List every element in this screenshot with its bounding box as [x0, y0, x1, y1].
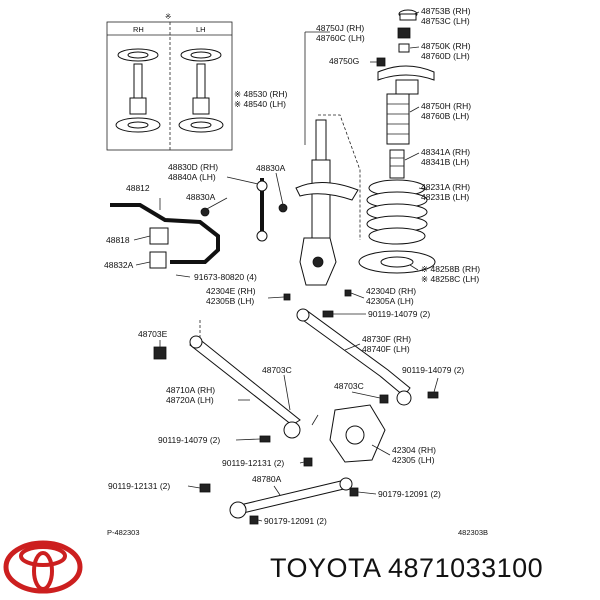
- label-48703c-2: 48703C: [334, 381, 364, 391]
- label-48750k: 48750K (RH): [421, 41, 471, 51]
- label-42305a: 42305A (LH): [366, 296, 414, 306]
- label-48740f: 48740F (LH): [362, 344, 410, 354]
- label-48760c: 48760C (LH): [316, 33, 365, 43]
- label-48540: ※ 48540 (LH): [234, 99, 286, 109]
- label-91673: 91673-80820 (4): [194, 272, 257, 282]
- label-90119-a: 90119-14079 (2): [368, 309, 430, 319]
- label-48830a-top: 48830A: [256, 163, 286, 173]
- inset-lh-label: LH: [196, 25, 206, 34]
- label-42304d: 42304D (RH): [366, 286, 416, 296]
- label-48530: ※ 48530 (RH): [234, 89, 288, 99]
- label-48830d: 48830D (RH): [168, 162, 218, 172]
- label-48341a: 48341A (RH): [421, 147, 470, 157]
- label-48341b: 48341B (LH): [421, 157, 469, 167]
- label-48720a: 48720A (LH): [166, 395, 214, 405]
- label-48750j: 48750J (RH): [316, 23, 364, 33]
- label-48730f: 48730F (RH): [362, 334, 411, 344]
- label-48703e: 48703E: [138, 329, 168, 339]
- label-48753c: 48753C (LH): [421, 16, 470, 26]
- label-48710a: 48710A (RH): [166, 385, 215, 395]
- label-48231b: 48231B (LH): [421, 192, 469, 202]
- label-48832a: 48832A: [104, 260, 134, 270]
- label-48830a-mid: 48830A: [186, 192, 216, 202]
- inset-strut-lh: [178, 48, 224, 133]
- inset-strut-rh: [115, 48, 161, 133]
- label-48258c: ※ 48258C (LH): [421, 274, 479, 284]
- label-48750h: 48750H (RH): [421, 101, 471, 111]
- label-42305b: 42305B (LH): [206, 296, 254, 306]
- top-mount-parts: [376, 9, 435, 179]
- label-48780a: 48780A: [252, 474, 282, 484]
- toyota-logo: [3, 540, 83, 594]
- label-90179-b: 90179-12091 (2): [264, 516, 327, 526]
- inset-rh-label: RH: [133, 25, 144, 34]
- label-48760b: 48760B (LH): [421, 111, 469, 121]
- inset-mark: ※: [165, 12, 171, 21]
- label-90119-e: 90119-12131 (2): [108, 481, 170, 491]
- control-arms: [153, 289, 439, 525]
- inset-box: ※ RH LH: [106, 12, 233, 151]
- stabilizer-bar: [110, 178, 288, 269]
- label-90119-d: 90119-12131 (2): [222, 458, 284, 468]
- label-48840a: 48840A (LH): [168, 172, 216, 182]
- label-48760d: 48760D (LH): [421, 51, 470, 61]
- coil-spring: [358, 179, 436, 274]
- label-fig-left: P-482303: [107, 528, 140, 537]
- part-labels: 48753B (RH) 48753C (LH) 48750J (RH) 4876…: [104, 6, 488, 537]
- label-90179-a: 90179-12091 (2): [378, 489, 441, 499]
- label-42305: 42305 (LH): [392, 455, 435, 465]
- label-fig-right: 482303B: [458, 528, 488, 537]
- label-48258b: ※ 48258B (RH): [421, 264, 480, 274]
- label-90119-b: 90119-14079 (2): [402, 365, 464, 375]
- label-42304: 42304 (RH): [392, 445, 436, 455]
- label-48703c-1: 48703C: [262, 365, 292, 375]
- leader-lines: [133, 11, 439, 522]
- label-48812: 48812: [126, 183, 150, 193]
- label-48818: 48818: [106, 235, 130, 245]
- label-48231a: 48231A (RH): [421, 182, 470, 192]
- label-90119-c: 90119-14079 (2): [158, 435, 220, 445]
- brand-part-number: TOYOTA 4871033100: [270, 553, 544, 583]
- label-48753b: 48753B (RH): [421, 6, 471, 16]
- label-48750g: 48750G: [329, 56, 359, 66]
- label-42304e: 42304E (RH): [206, 286, 256, 296]
- strut-assembly: [295, 31, 361, 286]
